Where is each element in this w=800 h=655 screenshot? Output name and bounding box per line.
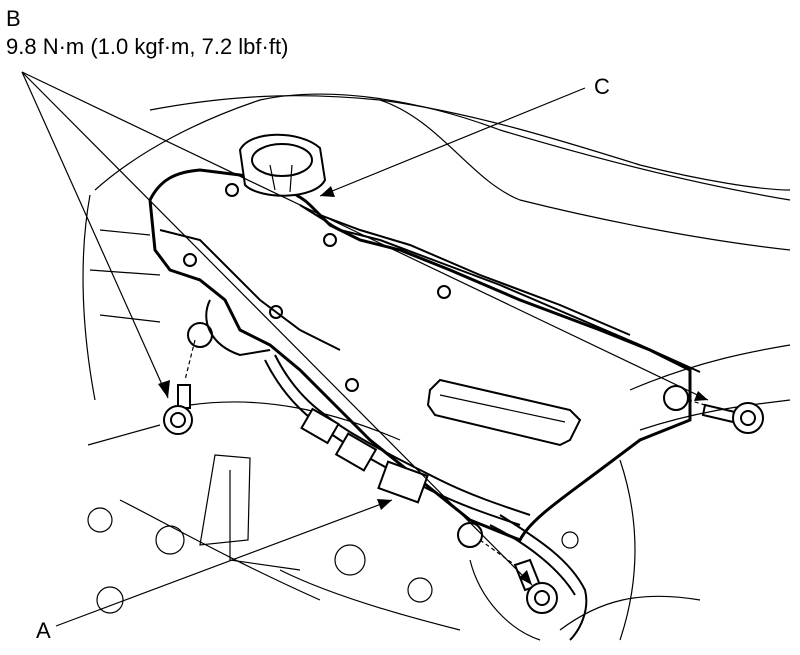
leader-b1-arrowhead bbox=[158, 380, 170, 398]
callout-c: C bbox=[594, 74, 610, 99]
leader-b2-arrowhead bbox=[519, 570, 532, 585]
mechanism-bracket bbox=[148, 168, 701, 549]
bolt-right bbox=[687, 399, 764, 434]
leader-b3-arrowhead bbox=[694, 391, 708, 401]
leader-a-arrowhead bbox=[377, 499, 392, 510]
callout-b: B bbox=[6, 6, 21, 31]
leader-c-arrowhead bbox=[320, 186, 335, 197]
wire-harness bbox=[264, 354, 588, 641]
body-panel-outline bbox=[82, 93, 791, 641]
leader-lines bbox=[21, 71, 709, 627]
motor-cylinder bbox=[238, 133, 327, 197]
callout-a: A bbox=[36, 618, 51, 643]
connector-a bbox=[377, 460, 429, 504]
bolt-left bbox=[163, 339, 196, 435]
bolt-bottom bbox=[479, 539, 558, 614]
torque-spec: 9.8 N·m (1.0 kgf·m, 7.2 lbf·ft) bbox=[6, 34, 289, 59]
